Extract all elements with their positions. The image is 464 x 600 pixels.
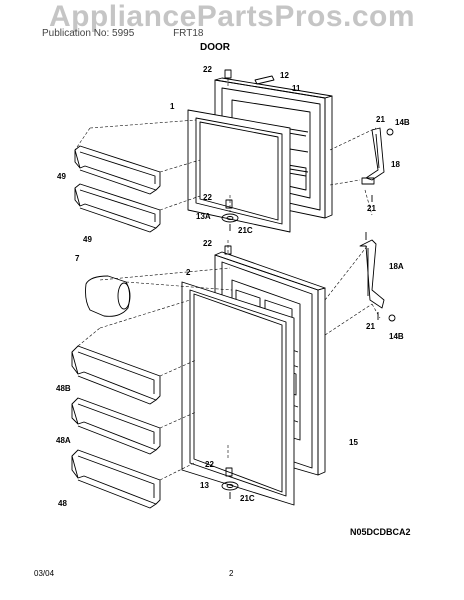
callout-18A: 18A (389, 262, 404, 271)
callout-21: 21 (366, 322, 375, 331)
model-number: FRT18 (173, 28, 204, 39)
fresh-shelf-48B (71, 345, 161, 405)
callout-22: 22 (203, 239, 212, 248)
fresh-food-door-gasket (181, 281, 295, 506)
callout-2: 2 (186, 268, 191, 277)
callout-22: 22 (203, 65, 212, 74)
hinge-pin-22-bottom (225, 467, 233, 477)
hinge-pin-22-fresh (224, 245, 232, 255)
footer-page-number: 2 (229, 569, 234, 578)
callout-49: 49 (83, 235, 92, 244)
callout-21: 21 (367, 204, 376, 213)
hinge-pin-22-lower (225, 199, 233, 209)
watermark-text: AppliancePartsPros.com (48, 0, 416, 33)
callout-14B: 14B (395, 118, 410, 127)
section-title: DOOR (200, 42, 230, 53)
fresh-shelf-48 (71, 449, 161, 509)
callout-18: 18 (391, 160, 400, 169)
drawing-code: N05DCDBCA2 (350, 527, 411, 537)
callout-49: 49 (57, 172, 66, 181)
callout-12: 12 (280, 71, 289, 80)
publication-number: Publication No: 5995 (42, 28, 135, 39)
callout-13: 13 (200, 481, 209, 490)
callout-21C: 21C (238, 226, 253, 235)
freezer-door-gasket (187, 109, 291, 233)
callout-7: 7 (75, 254, 80, 263)
callout-21C: 21C (240, 494, 255, 503)
freezer-shelf-49-upper (74, 145, 161, 195)
door-stop-13 (221, 481, 239, 491)
callout-14B: 14B (389, 332, 404, 341)
callout-48B: 48B (56, 384, 71, 393)
freezer-hinge-pin-22 (224, 69, 232, 79)
fresh-shelf-48A (71, 397, 161, 455)
callout-1: 1 (170, 102, 175, 111)
callout-13A: 13A (196, 212, 211, 221)
footer-date: 03/04 (34, 569, 55, 578)
callout-48: 48 (58, 499, 67, 508)
callout-22: 22 (205, 460, 214, 469)
callout-48A: 48A (56, 436, 71, 445)
freezer-handle-18 (361, 127, 394, 202)
door-stop-13A (221, 213, 239, 223)
freezer-shelf-49-lower (74, 183, 161, 233)
dairy-bin-7 (85, 275, 131, 317)
header-row: Publication No: 5995 FRT18 (42, 28, 239, 39)
callout-15: 15 (349, 438, 358, 447)
callout-11: 11 (292, 84, 301, 93)
door-stop-12 (254, 75, 275, 85)
callout-21: 21 (376, 115, 385, 124)
fresh-food-handle-18A (359, 232, 396, 322)
callout-22: 22 (203, 193, 212, 202)
